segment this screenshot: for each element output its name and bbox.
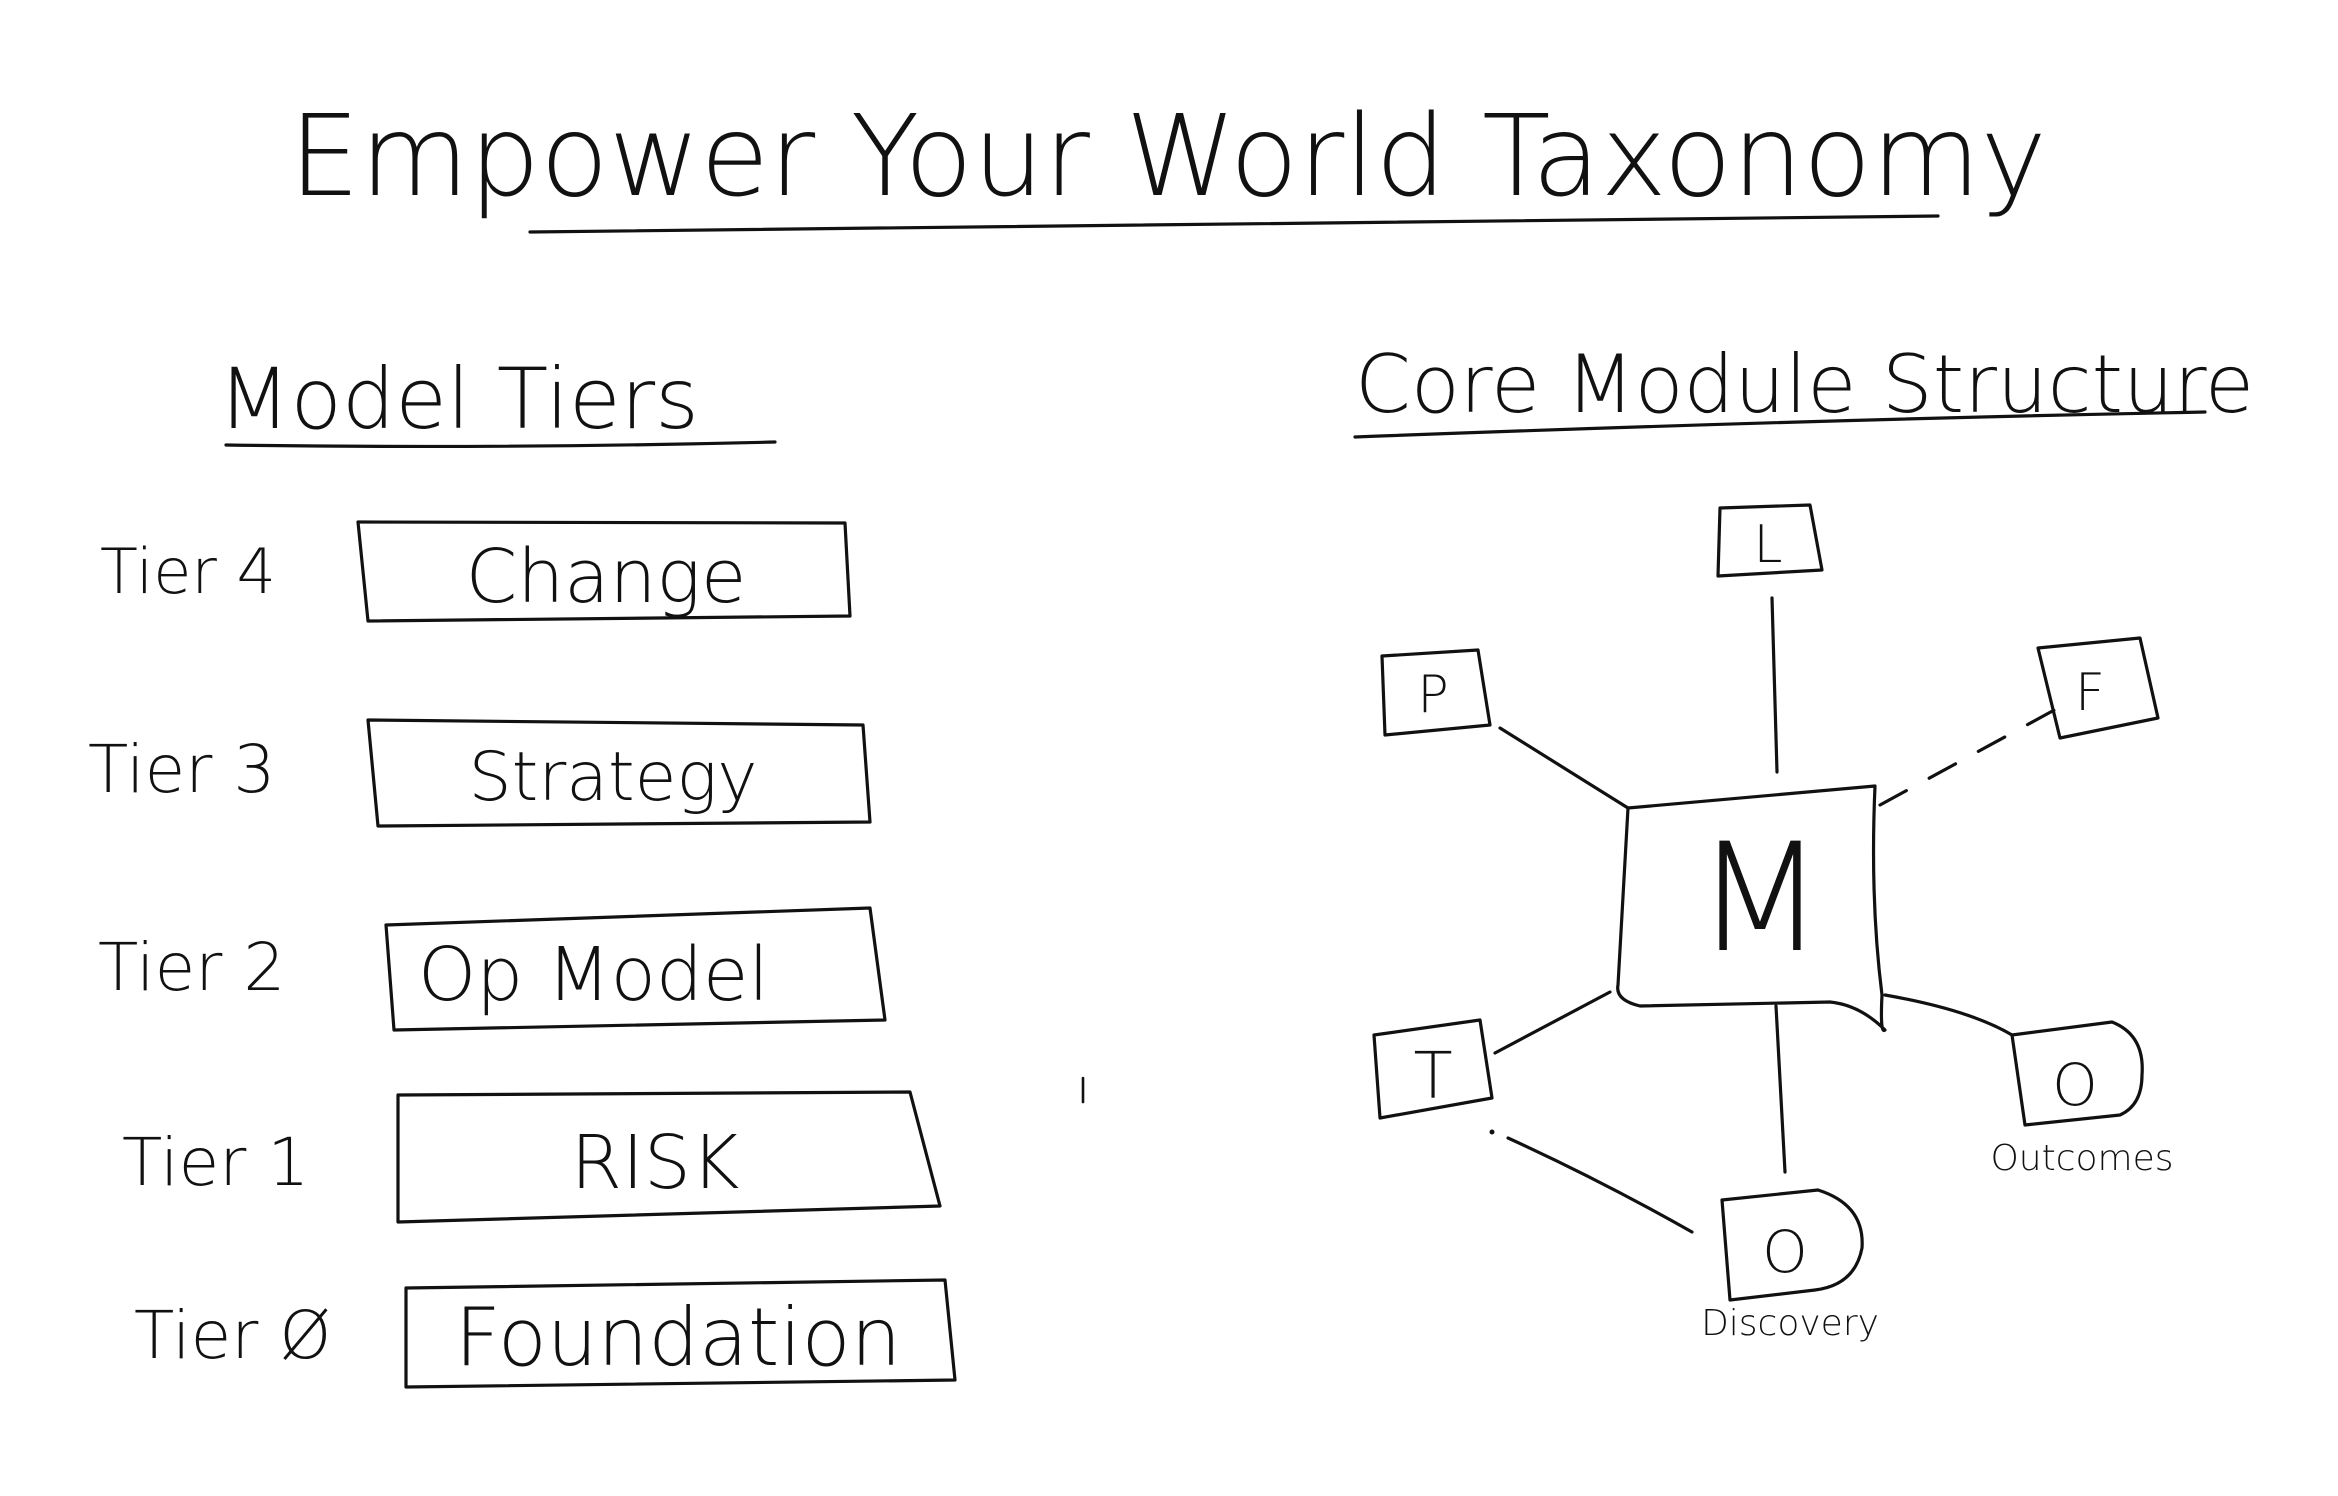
connector-f — [1878, 706, 2060, 807]
node-letter: O — [1762, 1218, 1808, 1286]
node-box — [2036, 636, 2160, 740]
title-underline — [528, 214, 1940, 234]
center-module-node: M — [1616, 784, 1887, 1033]
node-caption: Outcomes — [1990, 1138, 2173, 1179]
connector-dot — [1489, 1129, 1495, 1135]
tier-label: Tier 2 — [98, 929, 285, 1006]
tier-label: Tier 3 — [88, 731, 275, 808]
node-letter: T — [1413, 1040, 1452, 1114]
core-module-heading: Core Module Structure — [1355, 338, 2254, 431]
node-letter: O — [2052, 1051, 2098, 1119]
tier-box — [366, 718, 872, 828]
tier-label: Tier Ø — [134, 1297, 331, 1374]
node-box — [1372, 1018, 1494, 1120]
page-title: Empower Your World Taxonomy — [289, 92, 2047, 222]
tier-name: RISK — [571, 1120, 740, 1206]
tier-box — [384, 906, 887, 1032]
tier-box — [404, 1278, 957, 1389]
tier-row-4: Tier 4 Change — [100, 520, 852, 623]
node-box — [1716, 503, 1824, 578]
node-discovery: O Discovery — [1701, 1188, 1879, 1344]
node-f: F — [2036, 636, 2160, 740]
tier-name: Change — [466, 534, 747, 620]
tier-row-0: Tier Ø Foundation — [134, 1278, 957, 1389]
core-module-underline — [1353, 410, 2207, 439]
model-tiers-heading: Model Tiers — [218, 350, 699, 448]
node-box — [1720, 1188, 1864, 1302]
tier-label: Tier 4 — [100, 535, 276, 608]
node-p: P — [1380, 648, 1492, 737]
tier-row-1: Tier 1 RISK — [122, 1090, 942, 1224]
connector-t — [1493, 990, 1612, 1055]
tier-row-3: Tier 3 Strategy — [88, 718, 872, 828]
node-letter: P — [1417, 665, 1448, 725]
node-letter: L — [1754, 515, 1783, 575]
tier-box — [356, 520, 852, 623]
node-l: L — [1716, 503, 1824, 578]
tier-name: Foundation — [455, 1291, 902, 1384]
connector-t-discovery — [1506, 1136, 1694, 1234]
model-tiers-underline — [224, 440, 777, 449]
tier-label: Tier 1 — [122, 1124, 309, 1201]
connector-outcomes — [1883, 993, 2014, 1037]
tier-box — [396, 1090, 942, 1224]
tier-row-2: Tier 2 Op Model — [98, 906, 887, 1032]
tier-name: Strategy — [469, 738, 758, 817]
center-module-box — [1616, 784, 1887, 1033]
connector-l — [1770, 596, 1779, 774]
connector-p — [1498, 726, 1630, 810]
model-tiers-section: Model Tiers Tier 4 Change Tier 3 Strateg… — [88, 350, 1085, 1389]
node-box — [1380, 648, 1492, 737]
node-caption: Discovery — [1701, 1303, 1879, 1344]
node-t: T — [1372, 1018, 1494, 1120]
tier-name: Op Model — [418, 932, 769, 1018]
center-module-letter: M — [1695, 812, 1824, 986]
core-module-section: Core Module Structure M L P F — [1353, 338, 2254, 1344]
node-outcomes: O Outcomes — [1990, 1020, 2174, 1179]
connector-discovery — [1774, 1004, 1787, 1174]
node-letter: F — [2075, 663, 2105, 723]
node-box — [2010, 1020, 2144, 1127]
